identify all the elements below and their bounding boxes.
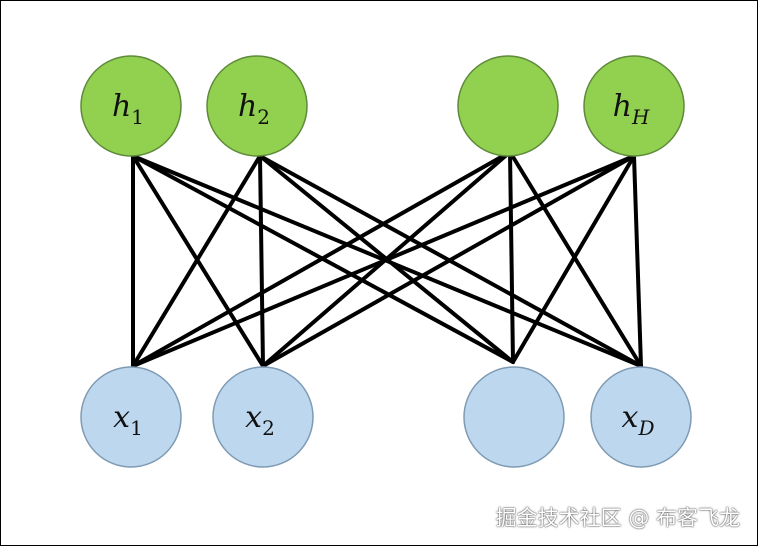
visible-node-label: xD [622, 400, 655, 440]
edge-hH-x3 [511, 154, 636, 364]
edge-h3-x1 [131, 150, 512, 368]
edge-h3-x3 [508, 150, 515, 364]
visible-node-x1: x1 [80, 366, 182, 468]
hidden-node-label: h1 [112, 89, 144, 129]
hidden-node-circle [80, 55, 182, 157]
hidden-node-label: h2 [238, 89, 270, 129]
edge-h2-x1 [131, 154, 262, 368]
hidden-node-circle [457, 55, 559, 157]
visible-node-circle [590, 366, 692, 468]
visible-node-x3 [463, 366, 565, 468]
hidden-node-circle [583, 55, 685, 157]
hidden-node-h3 [457, 55, 559, 157]
visible-node-x2: x2 [212, 366, 314, 468]
visible-node-label: x2 [245, 400, 275, 440]
visible-node-circle [80, 366, 182, 468]
visible-node-xD: xD [590, 366, 692, 468]
visible-layer: x1 x2 xD [80, 366, 692, 468]
watermark: 掘金技术社区 @ 布客飞龙 [495, 506, 740, 530]
visible-node-circle [212, 366, 314, 468]
hidden-node-circle [206, 55, 308, 157]
visible-node-circle [463, 366, 565, 468]
edge-hH-xD [632, 154, 643, 368]
edge-hH-x1 [131, 154, 636, 368]
hidden-node-h1: h1 [80, 55, 182, 157]
hidden-node-label: hH [613, 89, 650, 129]
connections [131, 150, 643, 368]
visible-node-label: x1 [113, 400, 143, 440]
hidden-layer: h1 h2 hH [80, 55, 685, 157]
hidden-node-hH: hH [583, 55, 685, 157]
edge-h2-x2 [258, 154, 265, 368]
hidden-node-h2: h2 [206, 55, 308, 157]
edge-hH-x2 [261, 154, 636, 368]
